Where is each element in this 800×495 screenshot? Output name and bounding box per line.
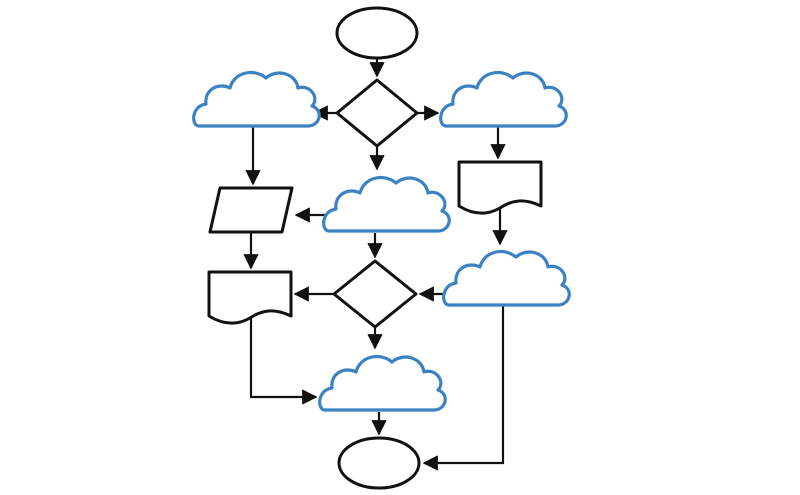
start-terminator [335, 6, 419, 60]
connectors [243, 58, 508, 471]
decision-diamond-bottom [332, 259, 418, 329]
end-terminator [337, 436, 421, 490]
cloud-process-bottom [318, 354, 447, 412]
connector-document-left-to-cloud-bottom [249, 318, 318, 405]
data-parallelogram [208, 186, 294, 234]
cloud-process-center [322, 175, 451, 233]
decision-diamond-top [335, 78, 419, 148]
connector-cloud-right-lower-to-end [422, 306, 505, 471]
cloud-process-right [439, 70, 568, 128]
document-shape-right [457, 160, 543, 215]
cloud-process-left [192, 70, 321, 128]
cloud-process-right-lower [442, 249, 571, 307]
document-shape-left [207, 270, 293, 325]
